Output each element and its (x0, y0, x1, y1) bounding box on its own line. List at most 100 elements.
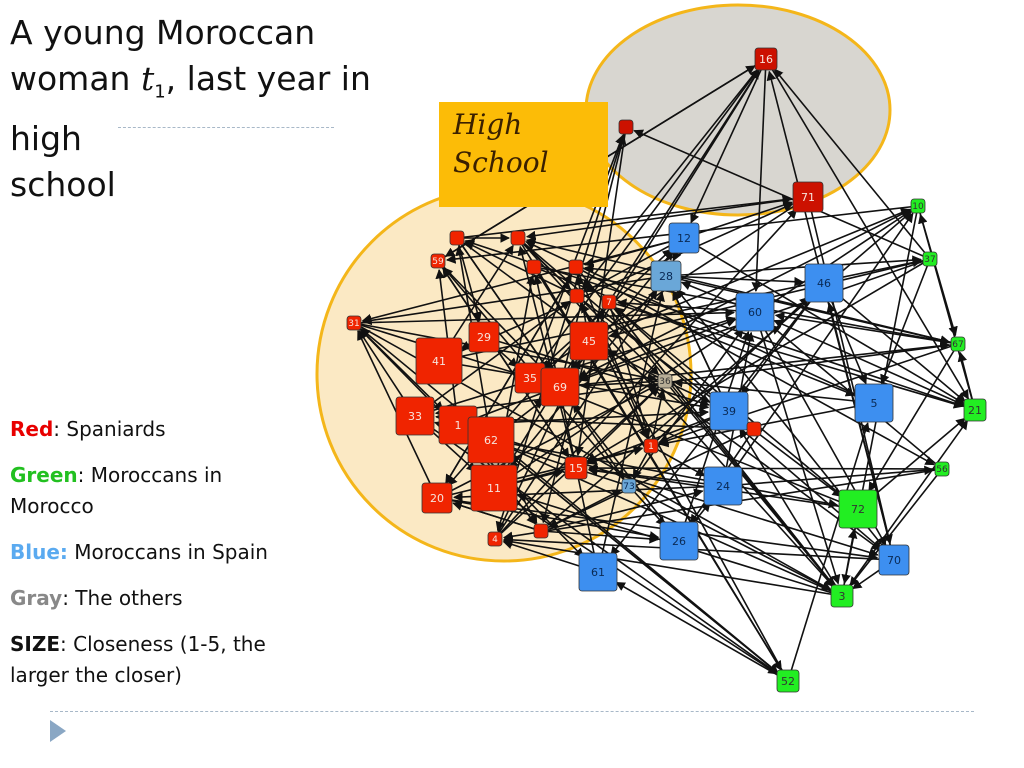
edge-arrow (765, 58, 970, 400)
node-15[interactable]: 15 (564, 456, 588, 480)
edge-arrow (880, 258, 931, 385)
node-1[interactable]: 1 (643, 438, 659, 454)
node-72[interactable]: 72 (838, 489, 878, 529)
edge-arrow (436, 273, 573, 499)
node-62[interactable]: 62 (467, 416, 515, 464)
node-box (533, 523, 549, 539)
node[interactable] (449, 230, 465, 246)
node-33[interactable]: 33 (395, 396, 435, 436)
edge-arrow (650, 445, 706, 477)
legend-key: Gray (10, 586, 63, 610)
node-16[interactable]: 16 (754, 47, 778, 71)
node-36[interactable]: 36 (657, 373, 673, 389)
node-box (449, 230, 465, 246)
slide-title: A young Moroccan woman t1, last year in … (10, 10, 450, 208)
node-label: 28 (659, 270, 673, 283)
node-label: 46 (817, 277, 831, 290)
node-label: 71 (801, 191, 815, 204)
node-31[interactable]: 31 (346, 315, 362, 331)
edge-arrow (434, 343, 959, 417)
node-label: 7 (606, 298, 612, 308)
legend-red: Red: Spaniards (10, 417, 166, 441)
legend-size: SIZE: Closeness (1-5, the larger the clo… (10, 632, 266, 687)
node-28[interactable]: 28 (650, 260, 682, 292)
edge-arrow (580, 303, 789, 682)
node[interactable] (526, 259, 542, 275)
node-61[interactable]: 61 (578, 552, 618, 592)
node-label: 60 (748, 306, 762, 319)
node-box (601, 294, 617, 310)
edge-arrow (490, 439, 779, 674)
node-59[interactable]: 59 (430, 253, 446, 269)
node[interactable] (618, 119, 634, 135)
node[interactable] (533, 523, 549, 539)
edge-arrow (773, 319, 976, 411)
legend-key: Green (10, 463, 78, 487)
node-label: 35 (523, 372, 537, 385)
spaniards-group-ellipse (584, 3, 892, 217)
node-26[interactable]: 26 (659, 521, 699, 561)
node-label: 1 (648, 442, 654, 452)
edge-arrow (456, 237, 882, 551)
node-56[interactable]: 56 (934, 461, 950, 477)
node-46[interactable]: 46 (804, 263, 844, 303)
node-60[interactable]: 60 (735, 292, 775, 332)
node-37[interactable]: 37 (922, 251, 938, 267)
node-box (395, 396, 435, 436)
edge-arrow (572, 402, 680, 542)
edge-arrow (529, 68, 759, 379)
node-73[interactable]: 73 (621, 478, 637, 494)
node-10[interactable]: 10 (910, 198, 926, 214)
node-label: 36 (659, 377, 671, 387)
time-subscript: 1 (154, 81, 166, 103)
node[interactable] (510, 230, 526, 246)
node-29[interactable]: 29 (468, 321, 500, 353)
edge-arrow (868, 343, 959, 492)
edge-arrow (597, 291, 665, 573)
node-35[interactable]: 35 (514, 362, 546, 394)
node-label: 16 (759, 53, 773, 66)
node-69[interactable]: 69 (540, 367, 580, 407)
node-box (618, 119, 634, 135)
node-11[interactable]: 11 (470, 464, 518, 512)
node-label: 37 (924, 255, 935, 265)
node-box (668, 222, 700, 254)
node-label: 52 (781, 675, 795, 688)
node-12[interactable]: 12 (668, 222, 700, 254)
node-39[interactable]: 39 (709, 391, 749, 431)
node-7[interactable]: 7 (601, 294, 617, 310)
edge-arrow (493, 487, 778, 675)
node-box (657, 373, 673, 389)
node-box (467, 416, 515, 464)
node-box (910, 198, 926, 214)
node-3[interactable]: 3 (830, 584, 854, 608)
node-45[interactable]: 45 (569, 321, 609, 361)
node-20[interactable]: 20 (421, 482, 453, 514)
node-5[interactable]: 5 (854, 383, 894, 423)
edge-arrow (442, 267, 577, 469)
edge-arrow (665, 255, 922, 277)
node-box (468, 321, 500, 353)
node-41[interactable]: 41 (415, 337, 463, 385)
node[interactable] (746, 421, 762, 437)
node-box (578, 552, 618, 592)
node[interactable] (568, 259, 584, 275)
node-box (709, 391, 749, 431)
node-52[interactable]: 52 (776, 669, 800, 693)
title-line-2: woman t1, last year in high (10, 59, 371, 158)
node[interactable] (569, 288, 585, 304)
node-71[interactable]: 71 (792, 181, 824, 213)
node-box (564, 456, 588, 480)
edge-arrow (586, 258, 931, 463)
edge-arrow (483, 336, 710, 408)
edge-arrow (650, 388, 666, 447)
node-21[interactable]: 21 (963, 398, 987, 422)
node-box (421, 482, 453, 514)
node-4[interactable]: 4 (487, 531, 503, 547)
edge-arrow (739, 428, 843, 597)
node-24[interactable]: 24 (703, 466, 743, 506)
node-70[interactable]: 70 (878, 544, 910, 576)
node-67[interactable]: 67 (950, 336, 966, 352)
node-box (415, 337, 463, 385)
edge-arrow (457, 318, 737, 426)
